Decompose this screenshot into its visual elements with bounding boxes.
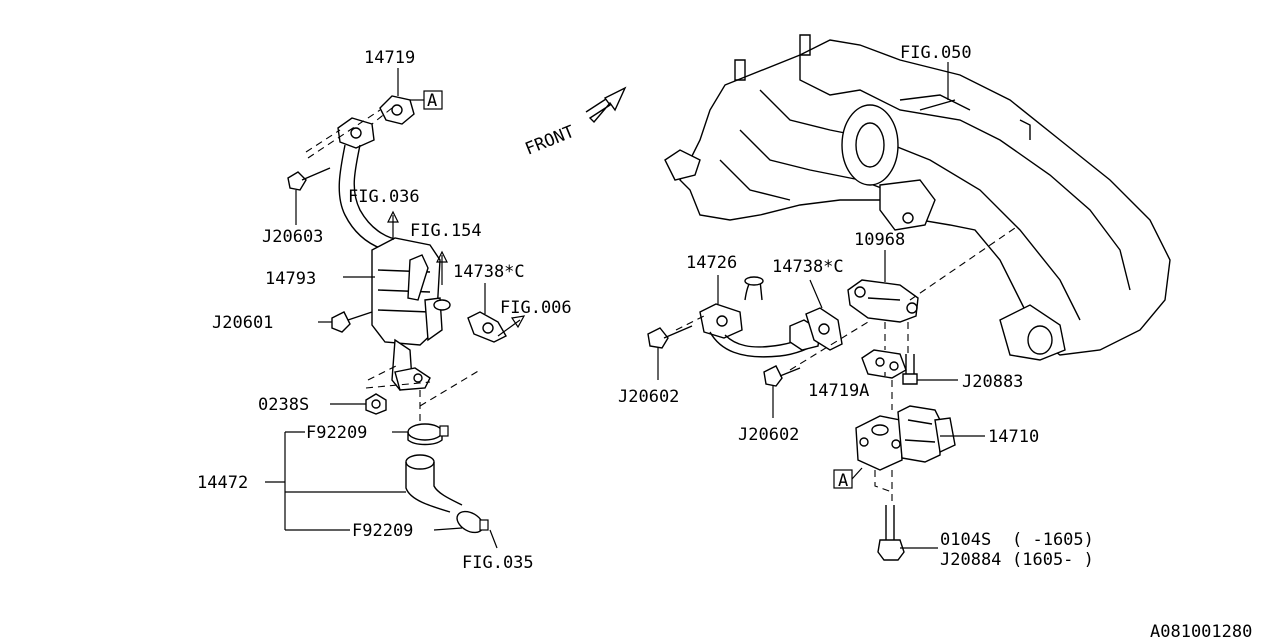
hose-clamp-upper	[407, 423, 449, 446]
label-j20601: J20601	[212, 313, 273, 333]
leader-lines	[265, 62, 985, 549]
label-0104s: 0104S	[940, 530, 991, 550]
label-14719: 14719	[364, 48, 415, 68]
bolt-j20603	[287, 167, 331, 191]
label-0238s: 0238S	[258, 395, 309, 415]
label-fig035: FIG.035	[462, 553, 534, 573]
gasket-14738c-right	[805, 307, 843, 351]
label-f92209-upper: F92209	[306, 423, 367, 443]
bolt-j20602-a	[647, 325, 693, 349]
hose-14472	[405, 454, 463, 513]
gasket-14738c-left	[467, 311, 507, 343]
gasket-14719a	[861, 349, 907, 379]
adapter-10968	[847, 279, 919, 323]
intake-manifold	[664, 34, 1171, 361]
label-14472: 14472	[197, 473, 248, 493]
front-arrow	[585, 86, 627, 124]
hose-clamp-lower	[456, 510, 489, 534]
label-14738c-right: 14738*C	[772, 257, 844, 277]
gasket-14719	[379, 95, 415, 125]
label-j20602-left: J20602	[618, 387, 679, 407]
bolt-j20883	[902, 354, 918, 385]
label-front: FRONT	[522, 122, 577, 160]
label-f92209-lower: F92209	[352, 521, 413, 541]
label-j20884: J20884	[940, 550, 1001, 570]
label-0104s-range: ( -1605)	[1012, 530, 1094, 550]
egr-valve-14710	[855, 405, 956, 471]
egr-cooler-14793	[371, 237, 451, 391]
label-10968: 10968	[854, 230, 905, 250]
nut-0238s	[365, 393, 387, 415]
label-ref-a-top: A	[427, 91, 437, 111]
bolt-0104s-j20884	[877, 505, 905, 561]
label-fig050: FIG.050	[900, 43, 972, 63]
label-fig154: FIG.154	[410, 221, 482, 241]
label-drawing-id: A081001280	[1150, 622, 1252, 640]
dashed-lines	[305, 107, 1016, 505]
label-14793: 14793	[265, 269, 316, 289]
label-ref-a-bottom: A	[838, 471, 848, 491]
label-14738c-left: 14738*C	[453, 262, 525, 282]
label-14726: 14726	[686, 253, 737, 273]
egr-pipe-upper	[337, 117, 401, 251]
label-14719a: 14719A	[808, 381, 869, 401]
bolt-j20601	[331, 311, 373, 333]
label-14710: 14710	[988, 427, 1039, 447]
label-j20884-range: (1605- )	[1012, 550, 1094, 570]
label-j20602-bottom: J20602	[738, 425, 799, 445]
label-j20603: J20603	[262, 227, 323, 247]
label-j20883: J20883	[962, 372, 1023, 392]
label-fig036: FIG.036	[348, 187, 420, 207]
label-fig006: FIG.006	[500, 298, 572, 318]
bolt-j20602-b	[763, 365, 801, 387]
